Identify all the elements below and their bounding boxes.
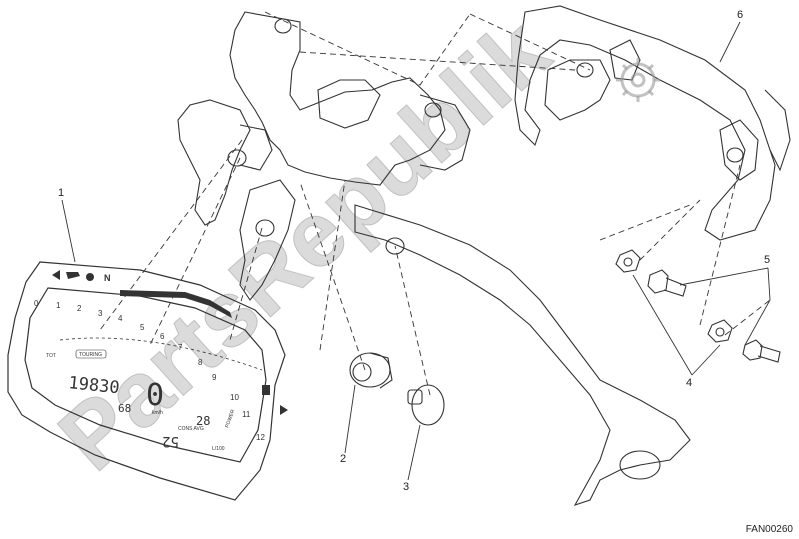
consumption-unit-label: L/100	[212, 446, 225, 452]
grommet-part	[349, 352, 393, 389]
fuel-icon	[262, 385, 270, 395]
oil-pressure-icon	[66, 272, 80, 279]
rpm-tick-label: 4	[118, 314, 123, 323]
rpm-tick-label: 3	[98, 309, 103, 318]
gear-display: 0	[146, 378, 164, 413]
callout-leaders	[61, 21, 771, 481]
callout-2: 2	[340, 453, 346, 465]
shift-light-bar-icon	[120, 290, 232, 318]
callout-3: 3	[403, 481, 409, 493]
callout-4: 4	[686, 377, 692, 389]
assembly-dashed-lines	[99, 11, 771, 396]
turn-left-arrow-icon	[52, 270, 60, 280]
rpm-tick-label: 7	[178, 343, 183, 352]
brand-label: POWER	[224, 409, 236, 429]
tot-label: TOT	[46, 353, 56, 359]
trip-small-value: 28	[196, 414, 210, 428]
screw-part	[647, 269, 781, 363]
instrument-cluster	[7, 261, 286, 501]
rpm-tick-label: 8	[198, 358, 203, 367]
callout-6: 6	[737, 9, 743, 21]
rpm-scale: 0 1 2 3 4 5 6 7 8 9 10 11 12	[34, 299, 265, 442]
callout-1: 1	[58, 187, 64, 199]
rpm-tick-label: 11	[242, 410, 251, 419]
turn-right-arrow-icon	[280, 405, 288, 415]
rpm-tick-label: 0	[34, 299, 39, 308]
temperature-value: 68	[118, 402, 131, 415]
cluster-indicators: N	[52, 270, 288, 415]
rpm-tick-label: 10	[230, 393, 239, 402]
riding-mode-label: TOURING	[79, 352, 102, 358]
neutral-indicator: N	[104, 273, 111, 283]
rpm-tick-label: 9	[212, 373, 217, 382]
consumption-value: 52	[162, 433, 179, 449]
rpm-tick-label: 2	[77, 304, 82, 313]
nut-part	[615, 249, 733, 343]
rpm-tick-label: 6	[160, 332, 165, 341]
rpm-tick-label: 5	[140, 323, 145, 332]
bush-part	[407, 384, 445, 426]
dashboard-support-bracket	[177, 11, 691, 506]
warning-light-icon	[86, 273, 94, 281]
upper-cover-part	[514, 5, 791, 241]
consumption-label: CONS AVG	[178, 426, 204, 432]
rpm-tick-label: 12	[256, 433, 265, 442]
watermark-text: PartsRepublik	[40, 0, 569, 490]
diagram-reference-code: FAN00260	[745, 524, 793, 535]
rpm-tick-label: 1	[56, 301, 61, 310]
gear-watermark-icon	[616, 58, 660, 102]
speed-unit-label: km/h	[152, 410, 163, 416]
callout-5: 5	[764, 254, 770, 266]
